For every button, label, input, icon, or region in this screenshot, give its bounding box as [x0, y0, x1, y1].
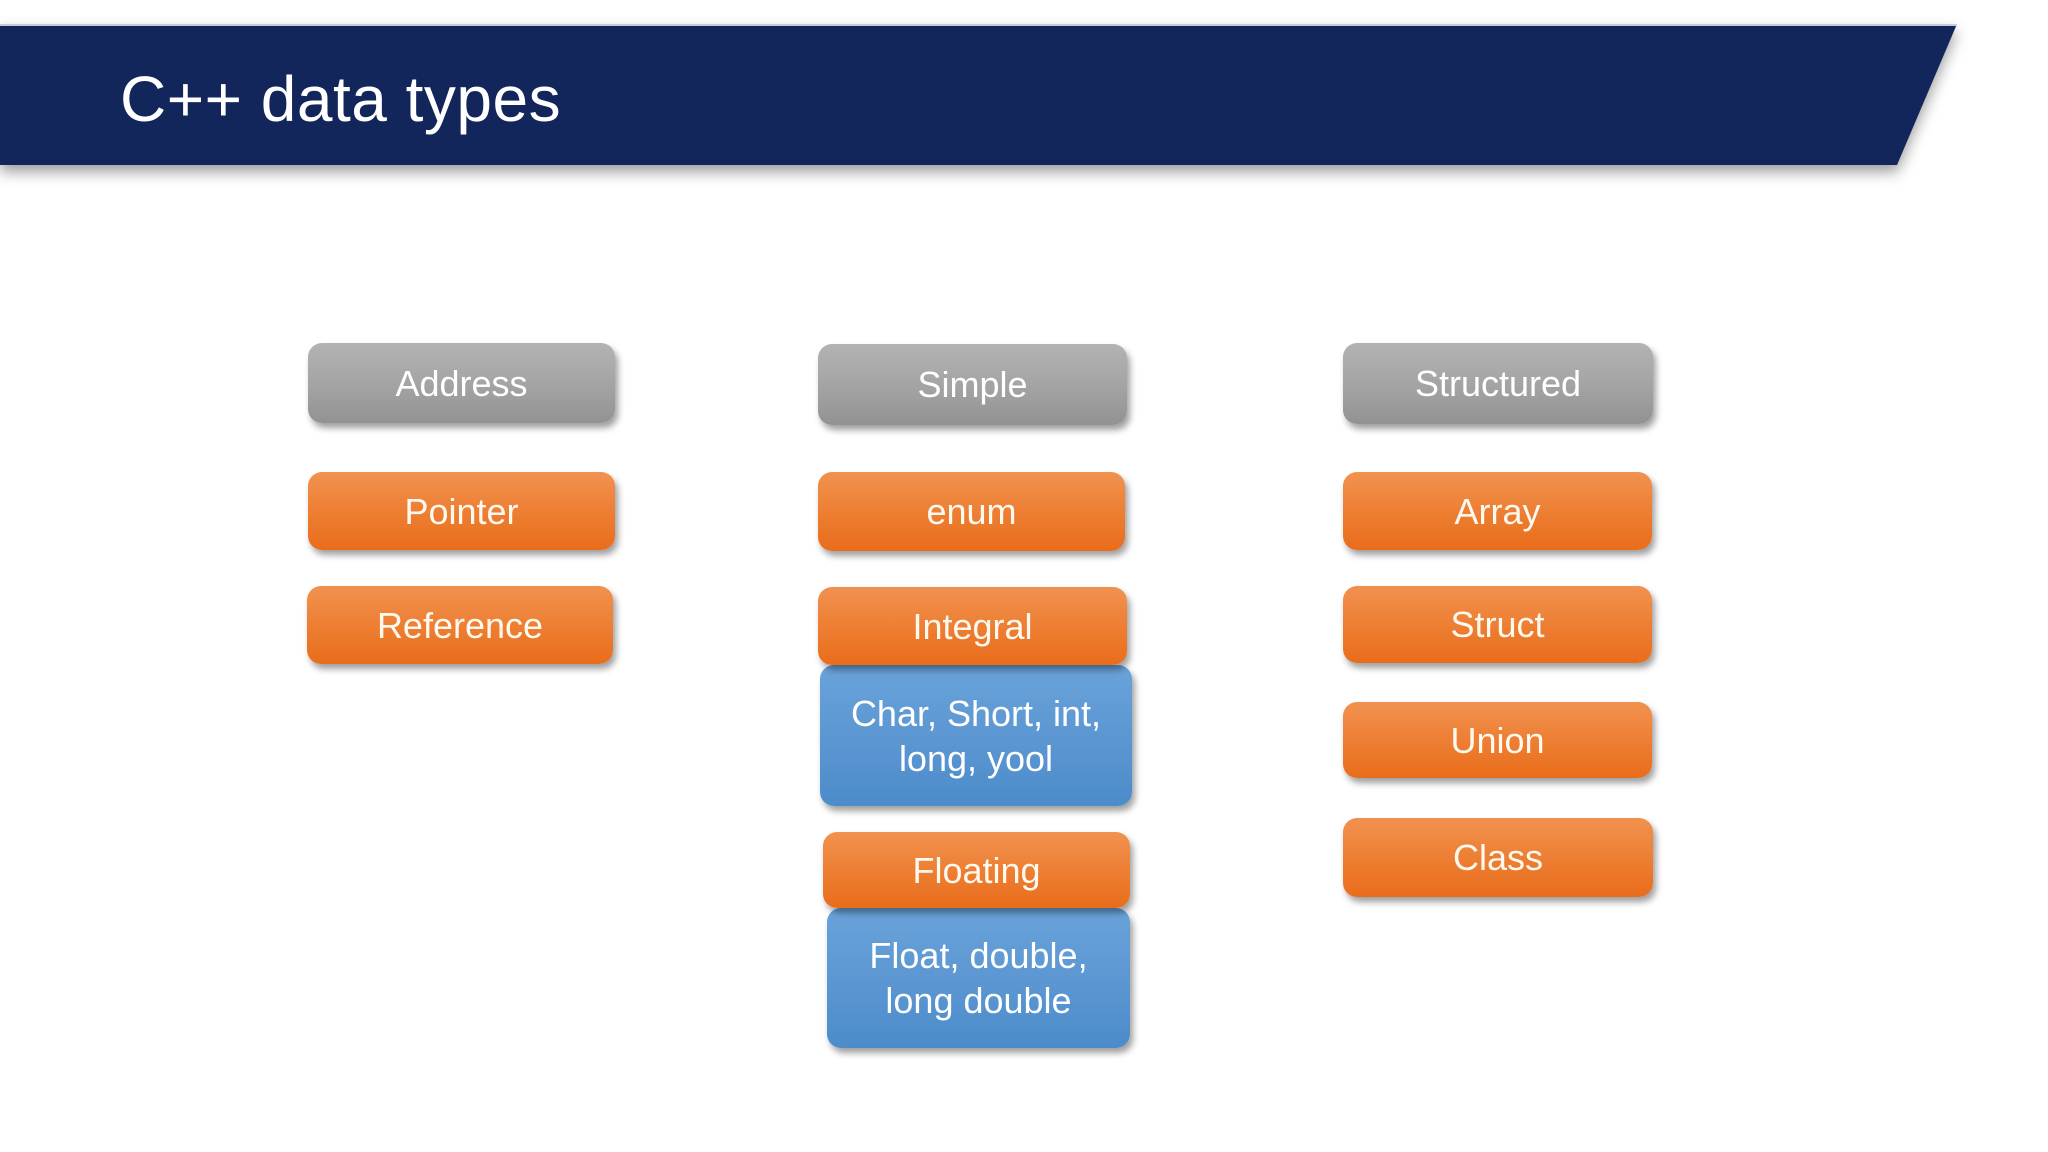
- detail-box-floating-types: Float, double, long double: [827, 908, 1130, 1048]
- type-box-reference: Reference: [307, 586, 613, 664]
- type-box-pointer: Pointer: [308, 472, 615, 550]
- type-box-integral: Integral: [818, 587, 1127, 665]
- category-box-structured: Structured: [1343, 343, 1653, 424]
- type-box-array: Array: [1343, 472, 1652, 550]
- type-box-union: Union: [1343, 702, 1652, 778]
- type-box-floating: Floating: [823, 832, 1130, 908]
- type-box-enum: enum: [818, 472, 1125, 551]
- detail-box-integral-types: Char, Short, int, long, yool: [820, 665, 1132, 806]
- page-title: C++ data types: [120, 62, 562, 135]
- category-box-address: Address: [308, 343, 615, 423]
- header-band-shape: C++ data types: [0, 24, 1957, 165]
- header-band: C++ data types: [0, 24, 2048, 165]
- category-box-simple: Simple: [818, 344, 1127, 425]
- type-box-class: Class: [1343, 818, 1653, 897]
- type-box-struct: Struct: [1343, 586, 1652, 663]
